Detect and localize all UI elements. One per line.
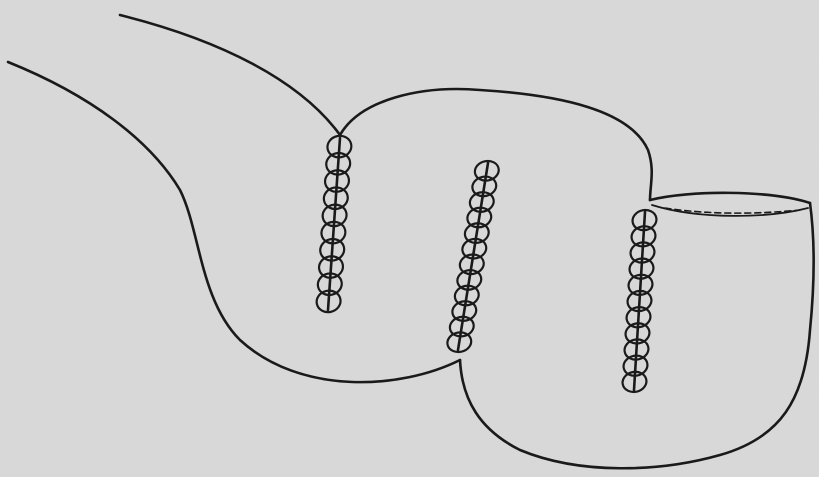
diagram-figure: C [0, 0, 819, 477]
bowel-anastomosis-drawing [0, 0, 819, 477]
paper-texture [0, 0, 819, 477]
